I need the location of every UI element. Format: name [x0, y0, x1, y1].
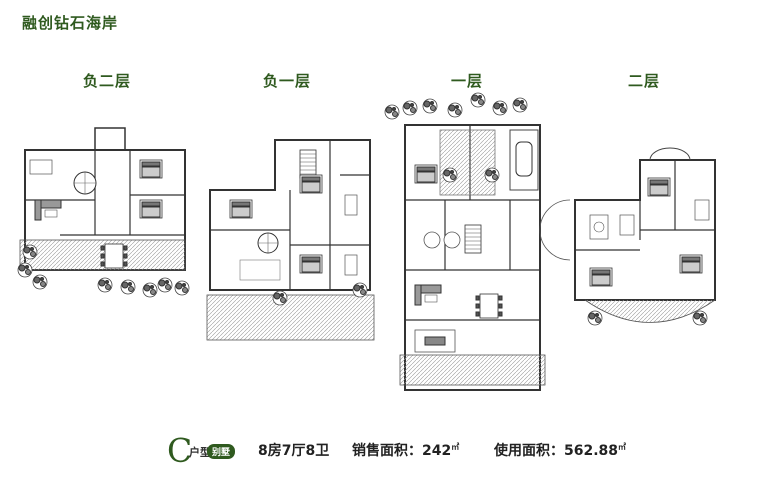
plan-b2 — [17, 127, 190, 298]
sales-area-value: 销售面积：242 — [352, 443, 452, 459]
project-title: 融创钻石海岸 — [22, 14, 119, 32]
floor-label-b1: 负一层 — [263, 72, 312, 90]
plan-1f — [384, 92, 546, 391]
usable-area: 使用面积：562.88㎡ — [494, 440, 626, 460]
floor-label-1f: 一层 — [451, 72, 484, 90]
usable-area-value: 使用面积：562.88 — [494, 443, 619, 459]
sales-area: 销售面积：242㎡ — [352, 440, 459, 460]
floor-label-b2: 负二层 — [83, 72, 132, 90]
unit-type-suffix: 户型 — [189, 446, 211, 459]
floor-label-2f: 二层 — [628, 72, 661, 90]
sales-area-unit: ㎡ — [451, 442, 460, 452]
villa-badge: 别墅 — [207, 444, 236, 459]
unit-info: C 户型 别墅 8房7厅8卫 销售面积：242㎡ 使用面积：562.88㎡ — [0, 433, 770, 473]
usable-area-unit: ㎡ — [618, 442, 627, 452]
room-layout: 8房7厅8卫 — [258, 443, 330, 459]
plan-b1 — [206, 139, 375, 341]
plan-2f — [539, 147, 716, 326]
unit-type-letter: C — [167, 431, 193, 470]
floor-plans — [17, 92, 716, 391]
